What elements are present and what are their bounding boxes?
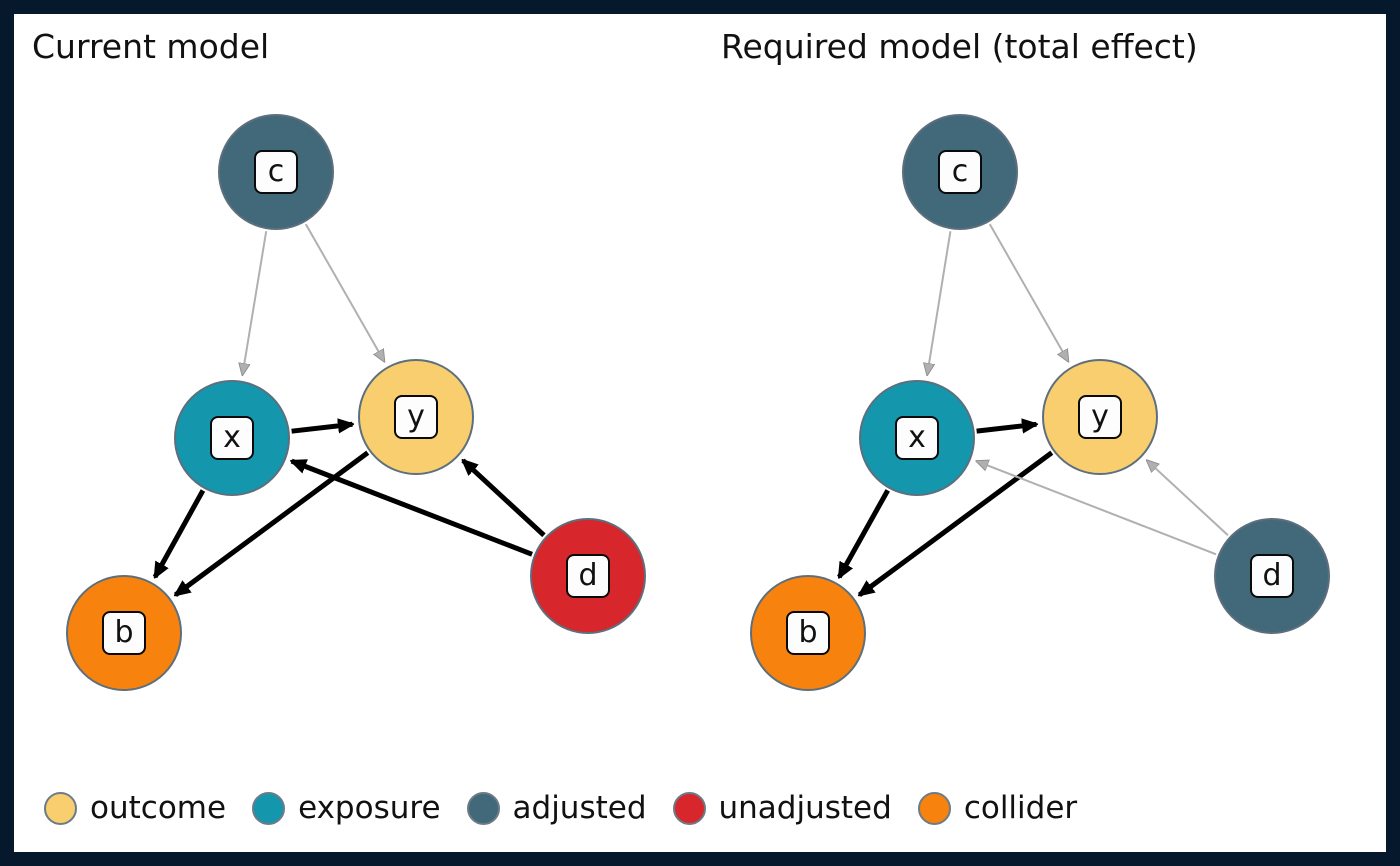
dag-node-label: c (938, 150, 982, 194)
figure-canvas: Current model Required model (total effe… (14, 14, 1386, 852)
legend-item-outcome[interactable]: outcome (44, 789, 227, 826)
legend-label: unadjusted (718, 789, 892, 826)
dag-node-right-x[interactable]: x (859, 380, 975, 496)
legend-label: collider (963, 789, 1078, 826)
dag-edge-d-to-x (977, 461, 1217, 556)
dag-node-label: c (254, 150, 298, 194)
legend-swatch-adjusted-icon (466, 791, 500, 825)
dag-edge-d-to-x (292, 458, 533, 557)
legend-swatch-outcome-icon (44, 791, 77, 825)
dag-node-label: d (1250, 554, 1294, 598)
dag-edge-d-to-y (463, 460, 546, 538)
legend-item-adjusted[interactable]: adjusted (466, 789, 647, 826)
dag-node-label: x (210, 416, 254, 460)
dag-node-right-c[interactable]: c (902, 114, 1018, 230)
dag-edge-layer (152, 223, 1229, 597)
dag-node-right-y[interactable]: y (1042, 359, 1158, 475)
dag-edge-c-to-y (304, 223, 384, 361)
legend-swatch-unadjusted-icon (672, 791, 706, 825)
legend-label: exposure (298, 789, 441, 826)
panel-title-required-model: Required model (total effect) (721, 27, 1198, 66)
dag-node-label: y (394, 395, 438, 439)
dag-node-right-d[interactable]: d (1214, 518, 1330, 634)
dag-node-left-c[interactable]: c (218, 114, 334, 230)
dag-edge-d-to-y (1147, 460, 1229, 537)
dag-node-label: b (102, 611, 146, 655)
dag-node-left-x[interactable]: x (174, 380, 290, 496)
dag-edge-x-to-y (976, 424, 1037, 431)
dag-edge-x-to-b (837, 489, 890, 577)
dag-edge-c-to-x (242, 231, 268, 375)
legend: outcome exposure adjusted unadjusted collide… (44, 778, 1103, 838)
panel-title-current-model: Current model (32, 27, 270, 66)
dag-node-left-y[interactable]: y (358, 359, 474, 475)
dag-node-label: d (566, 554, 610, 598)
legend-label: adjusted (512, 789, 647, 826)
dag-node-left-d[interactable]: d (530, 518, 646, 634)
dag-edge-c-to-x (927, 231, 952, 375)
dag-edge-y-to-b (859, 450, 1054, 597)
legend-swatch-exposure-icon (252, 791, 286, 825)
dag-edge-x-to-y (291, 424, 353, 431)
legend-item-collider[interactable]: collider (917, 789, 1078, 826)
dag-node-left-b[interactable]: b (66, 575, 182, 691)
dag-node-label: y (1078, 395, 1122, 439)
dag-node-label: x (895, 416, 939, 460)
dag-node-right-b[interactable]: b (750, 575, 866, 691)
dag-edge-x-to-b (152, 489, 206, 577)
dag-edge-c-to-y (988, 223, 1068, 361)
legend-item-exposure[interactable]: exposure (252, 789, 441, 826)
dag-node-label: b (786, 611, 830, 655)
legend-label: outcome (90, 789, 227, 826)
legend-swatch-collider-icon (917, 791, 951, 825)
legend-item-unadjusted[interactable]: unadjusted (672, 789, 892, 826)
